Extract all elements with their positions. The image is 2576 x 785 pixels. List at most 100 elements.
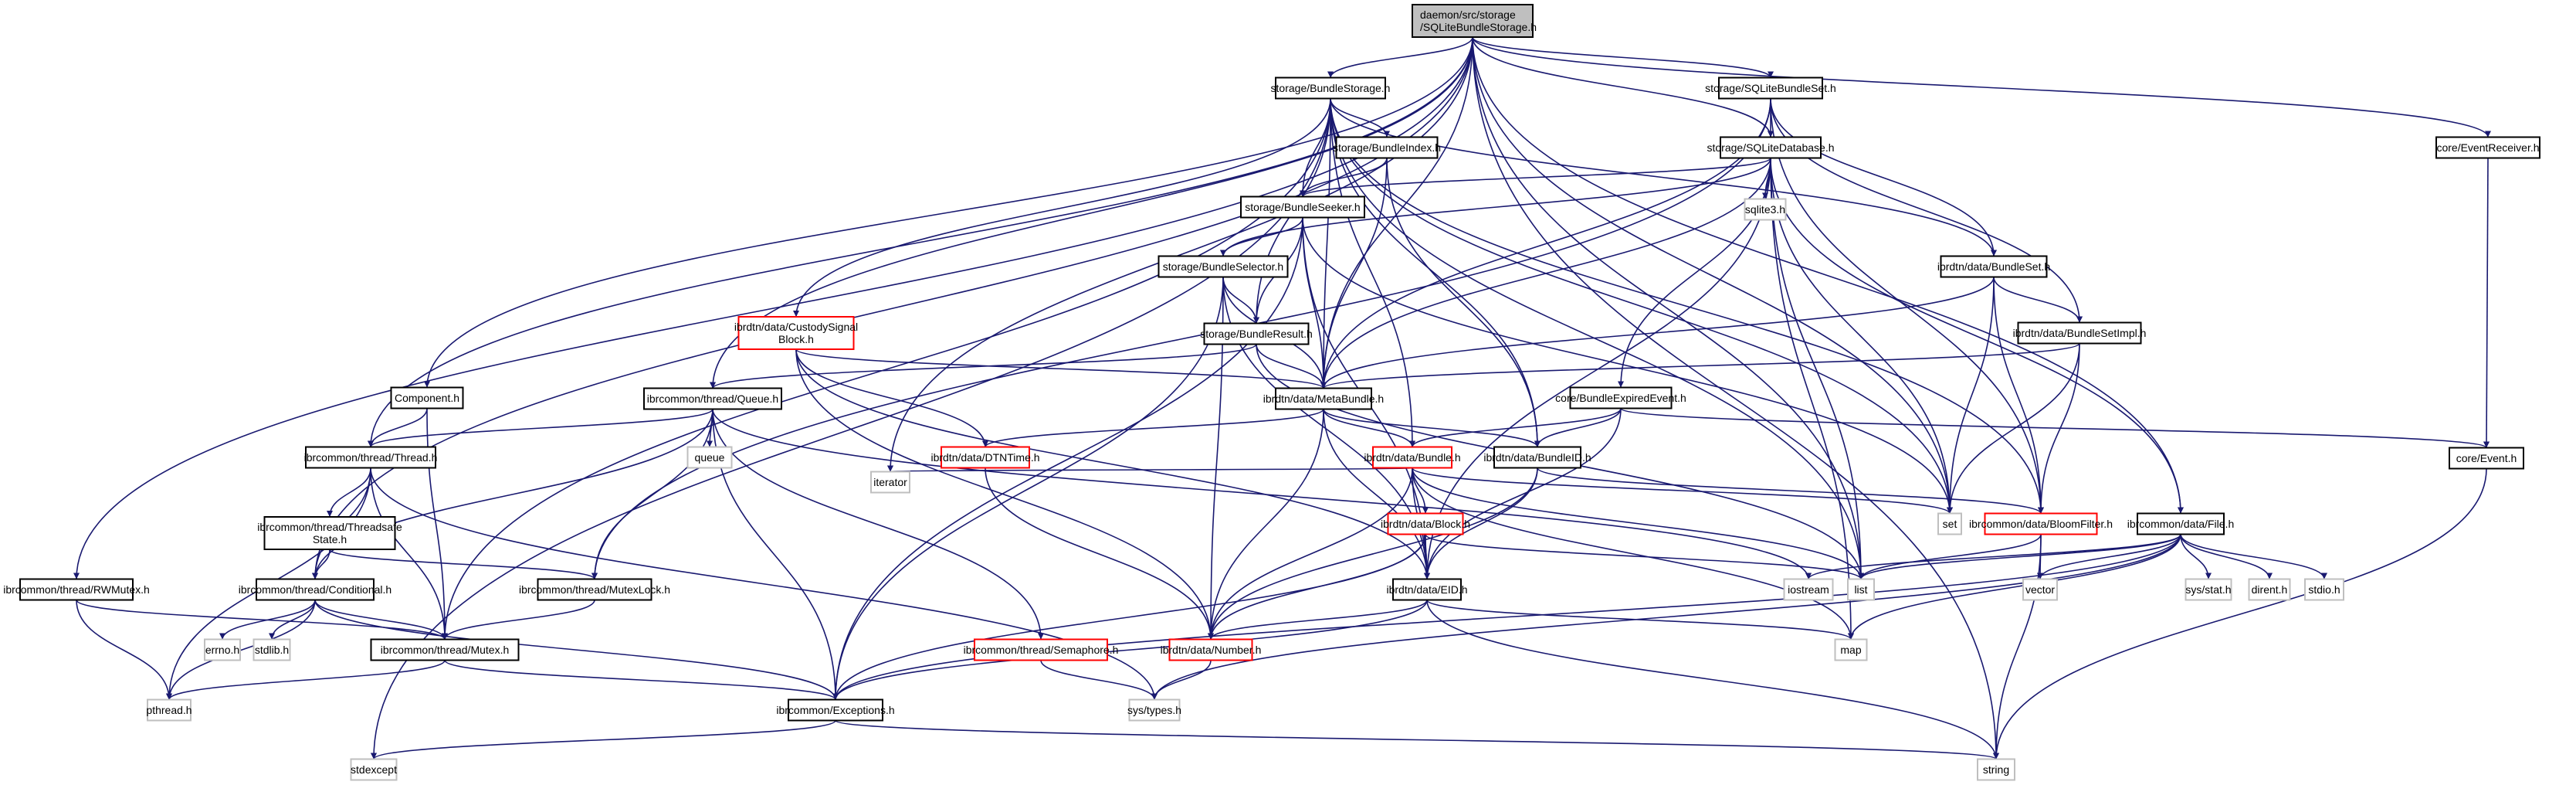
edge-Number-to-systypes [1151,660,1212,700]
node-MetaBundle[interactable]: ibrdtn/data/MetaBundle.h [1263,387,1384,410]
node-label: storage/BundleSelector.h [1163,260,1283,273]
node-box [2185,578,2232,601]
edge-BundleSetImpl-to-set [1947,343,2080,514]
node-label: ibrdtn/data/BundleID.h [1483,451,1591,464]
node-BundleSet[interactable]: ibrdtn/data/BundleSet.h [1937,255,2050,278]
edge-EventReceiver-to-Event [2483,158,2490,448]
edge-root-to-EventReceiver [1472,36,2491,138]
node-BundleIndex[interactable]: storage/BundleIndex.h [1333,136,1441,159]
node-box [1720,136,1822,159]
node-label: ibrdtn/data/Bundle.h [1364,451,1460,464]
node-Mutex[interactable]: ibrcommon/thread/Mutex.h [370,638,520,661]
node-BundleSetImpl[interactable]: ibrdtn/data/BundleSetImpl.h [2013,321,2147,345]
edge-MutexLock-to-Mutex [442,600,595,640]
edge-SQLiteDatabase-to-File [1770,158,2184,514]
node-label: ibrcommon/data/File.h [2127,518,2235,530]
node-set: set [1937,512,1962,535]
edge-CustodySignalBlock-to-MetaBundle [795,348,1327,389]
node-iterator: iterator [870,471,910,494]
node-label: ibrcommon/thread/Thread.h [304,451,438,464]
node-sqlite3: sqlite3.h [1744,198,1787,221]
edge-EID-to-string [1426,600,1999,760]
edge-BundleSelector-to-Exceptions [832,277,1224,700]
node-BundleID[interactable]: ibrdtn/data/BundleID.h [1483,446,1591,469]
node-box [788,698,883,722]
node-box [1977,758,2015,781]
edge-MetaBundle-to-Bundle [1323,409,1415,447]
node-Component[interactable]: Component.h [390,386,464,409]
node-stdio: stdio.h [2304,578,2344,601]
node-box [537,578,652,601]
edge-Conditional-to-Mutex [314,600,448,640]
node-label: iterator [873,476,907,488]
edge-DTNTime-to-Number [985,467,1214,640]
edge-BundleStorage-to-stdexcept [371,98,1331,760]
edge-SQLiteBundleSet-to-MutexLock [591,98,1771,579]
node-label: dirent.h [2252,583,2288,596]
node-box [974,638,1108,661]
edge-Mutex-to-Exceptions [444,659,839,701]
node-box [1744,198,1787,221]
node-Exceptions[interactable]: ibrcommon/Exceptions.h [776,698,895,722]
node-Thread[interactable]: ibrcommon/thread/Thread.h [304,446,438,469]
edge-Event-to-string [1993,468,2487,760]
node-Bundle[interactable]: ibrdtn/data/Bundle.h [1364,446,1461,469]
node-label: Block.h [778,333,814,345]
node-SQLiteDatabase[interactable]: storage/SQLiteDatabase.h [1707,136,1835,159]
edge-BundleExpiredEvent-to-Event [1620,407,2490,449]
node-EID[interactable]: ibrdtn/data/EID.h [1386,578,1468,601]
node-label: list [1854,583,1867,596]
node-label: storage/BundleIndex.h [1333,141,1441,154]
node-box [204,638,241,661]
node-DTNTime[interactable]: ibrdtn/data/DTNTime.h [930,446,1040,469]
node-label: sys/stat.h [2185,583,2231,596]
node-label: core/BundleExpiredEvent.h [1555,392,1686,404]
node-box [643,387,782,410]
node-label: ibrcommon/thread/Conditional.h [239,583,391,596]
edge-CustodySignalBlock-to-DTNTime [795,348,988,447]
node-label: ibrdtn/data/EID.h [1386,583,1467,596]
edge-MetaBundle-to-Number [1208,409,1324,640]
node-BundleSeeker[interactable]: storage/BundleSeeker.h [1240,195,1365,219]
edge-Queue-to-Thread [368,408,713,448]
node-systypes: sys/types.h [1127,698,1181,722]
node-MutexLock[interactable]: ibrcommon/thread/MutexLock.h [519,578,670,601]
node-label: queue [695,451,725,464]
node-File[interactable]: ibrcommon/data/File.h [2127,512,2235,535]
node-label: errno.h [205,644,239,656]
edge-Component-to-Thread [368,408,428,447]
node-Queue[interactable]: ibrcommon/thread/Queue.h [643,387,782,410]
node-label: storage/SQLiteDatabase.h [1707,141,1835,154]
edge-Conditional-to-stdlib [269,600,316,640]
node-root[interactable]: daemon/src/storage/SQLiteBundleStorage.h [1412,4,1537,38]
node-Semaphore[interactable]: ibrcommon/thread/Semaphore.h [964,638,1119,661]
node-Conditional[interactable]: ibrcommon/thread/Conditional.h [239,578,391,601]
node-BundleSelector[interactable]: storage/BundleSelector.h [1158,255,1289,278]
node-Block[interactable]: ibrdtn/data/Block.h [1381,512,1470,535]
edge-SQLiteDatabase-to-list [1770,158,1864,579]
node-BundleStorage[interactable]: storage/BundleStorage.h [1271,76,1391,100]
edge-SQLiteDatabase-to-BundleSelector [1220,158,1771,257]
node-label: storage/BundleStorage.h [1271,82,1391,94]
node-vector: vector [2022,578,2058,601]
node-string: string [1977,758,2015,781]
node-RWMutex[interactable]: ibrcommon/thread/RWMutex.h [3,578,150,601]
node-BundleExpiredEvent[interactable]: core/BundleExpiredEvent.h [1555,386,1686,409]
node-Event[interactable]: core/Event.h [2449,447,2524,470]
edge-BundleIndex-to-MetaBundle [1320,158,1388,389]
node-box [1569,386,1673,409]
node-SQLiteBundleSet[interactable]: storage/SQLiteBundleSet.h [1705,76,1836,100]
node-EventReceiver[interactable]: core/EventReceiver.h [2435,136,2540,159]
node-label: ibrdtn/data/MetaBundle.h [1263,392,1384,405]
edges-layer [73,36,2491,760]
edge-BundleExpiredEvent-to-BundleID [1534,408,1622,447]
node-queue: queue [686,446,733,469]
edge-BundleStorage-to-Bundle [1330,98,1415,447]
node-BundleResult[interactable]: storage/BundleResult.h [1200,322,1313,345]
node-BloomFilter[interactable]: ibrcommon/data/BloomFilter.h [1969,512,2113,535]
node-Number[interactable]: ibrdtn/data/Number.h [1161,638,1262,661]
node-label: ibrcommon/thread/Mutex.h [381,644,510,656]
node-dirent: dirent.h [2248,578,2291,601]
